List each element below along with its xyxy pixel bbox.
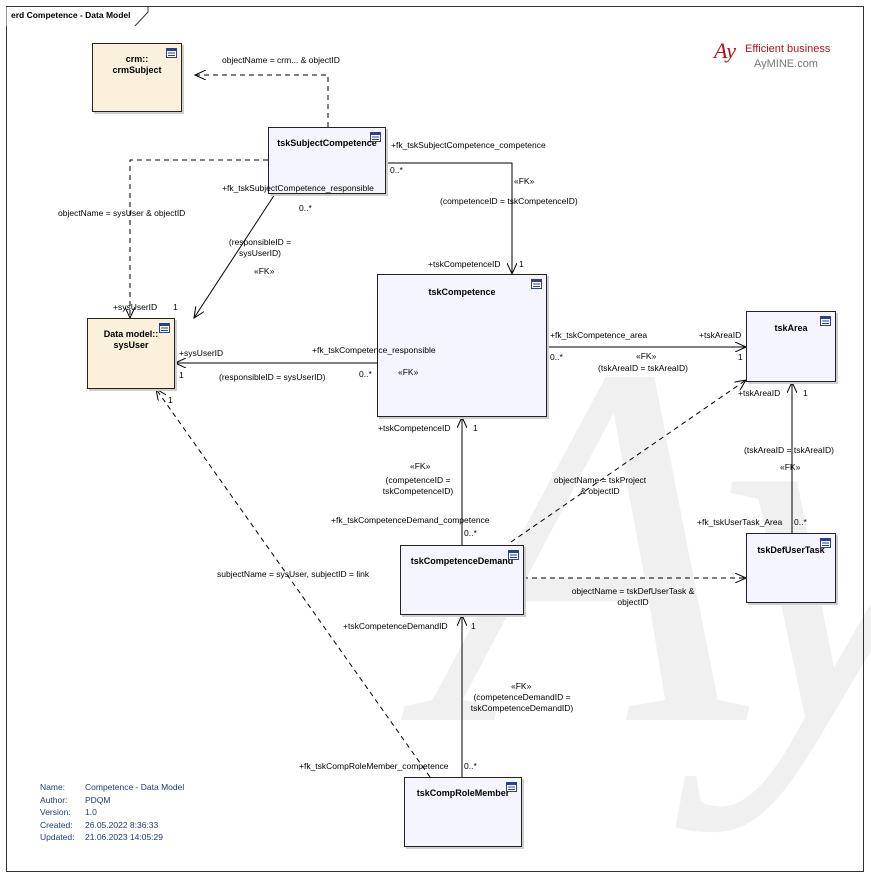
role-label: +sysUserID: [179, 348, 224, 358]
connector-subj-responsible: [194, 193, 276, 318]
role-label: +fk_tskCompetence_area: [550, 330, 648, 340]
role-label: +tskAreaID: [738, 388, 781, 398]
multiplicity-label: 1: [738, 352, 743, 362]
brand-tagline: Efficient business: [745, 43, 831, 55]
table-icon: [506, 782, 517, 792]
entity-tskcompetencedemand[interactable]: tskCompetenceDemand: [400, 545, 524, 615]
meta-updated: Updated:21.06.2023 14:05:29: [40, 832, 163, 843]
role-label: +tskCompetenceDemandID: [343, 621, 448, 631]
entity-name: Data model::sysUser: [103, 329, 159, 350]
multiplicity-label: 1: [168, 395, 173, 405]
stereotype-label: «FK»: [780, 462, 801, 472]
connector-label: objectName = sysUser & objectID: [58, 208, 186, 218]
multiplicity-label: 0..*: [464, 528, 477, 538]
connector-demand-area: [510, 380, 746, 543]
entity-name: crm::crmSubject: [112, 54, 162, 75]
meta-version: Version:1.0: [40, 807, 97, 818]
entity-tskcompetence[interactable]: tskCompetence: [377, 274, 547, 417]
stereotype-label: «FK»: [636, 351, 657, 361]
table-icon: [531, 279, 542, 289]
meta-name: Name:Competence - Data Model: [40, 782, 185, 792]
multiplicity-label: 1: [173, 302, 178, 312]
diagram-frame-tab: [6, 6, 149, 26]
entity-tsksubjectcompetence[interactable]: tskSubjectCompetence: [268, 127, 386, 194]
entity-name: tskCompRoleMember: [416, 788, 510, 798]
connector-label: objectName = crm... & objectID: [222, 55, 340, 65]
connector-subj-competence: [386, 162, 512, 274]
role-label: +tskAreaID: [699, 330, 742, 340]
entity-name: tskArea: [774, 323, 808, 333]
stereotype-label: «FK»: [410, 461, 431, 471]
condition-label: (responsibleID =sysUserID): [228, 237, 292, 258]
condition-label: (competenceID =tskCompetenceID): [382, 475, 454, 496]
table-icon: [820, 538, 831, 548]
diagram-metadata: Name:Competence - Data Model Author:PDQM…: [40, 781, 184, 844]
table-icon: [159, 323, 170, 333]
connector-subj-sysuser: [130, 159, 268, 318]
diagram-title: erd Competence - Data Model: [11, 10, 131, 20]
condition-label: (tskAreaID = tskAreaID): [598, 363, 688, 373]
role-label: +sysUserID: [113, 302, 158, 312]
connector-subj-crm: [195, 75, 329, 127]
multiplicity-label: 0..*: [390, 165, 403, 175]
connector-label: subjectName = sysUser, subjectID = link: [217, 569, 370, 579]
stereotype-label: «FK»: [514, 176, 535, 186]
role-label: +fk_tskSubjectCompetence_competence: [391, 140, 546, 150]
role-label: +tskCompetenceID: [378, 423, 451, 433]
condition-label: (responsibleID = sysUserID): [219, 372, 326, 382]
multiplicity-label: 0..*: [794, 517, 807, 527]
role-label: +fk_tskCompetence_responsible: [312, 345, 436, 355]
stereotype-label: «FK»: [398, 367, 419, 377]
entity-name: tskCompetence: [428, 287, 496, 297]
entity-sysuser[interactable]: Data model::sysUser: [87, 318, 175, 389]
logo-mark: Ay: [714, 38, 736, 63]
role-label: +fk_tskSubjectCompetence_responsible: [222, 183, 374, 193]
multiplicity-label: 1: [803, 388, 808, 398]
role-label: +fk_tskUserTask_Area: [697, 517, 783, 527]
condition-label: (tskAreaID = tskAreaID): [744, 445, 834, 455]
table-icon: [166, 48, 177, 58]
condition-label: (competenceID = tskCompetenceID): [440, 196, 578, 206]
meta-created: Created:26.05.2022 8:36:33: [40, 819, 159, 830]
diagram-frame: [6, 6, 864, 872]
entity-name: tskDefUserTask: [757, 545, 825, 555]
entity-tskdefusertask[interactable]: tskDefUserTask: [746, 533, 836, 603]
multiplicity-label: 1: [519, 259, 524, 269]
multiplicity-label: 0..*: [299, 203, 312, 213]
multiplicity-label: 0..*: [550, 352, 563, 362]
connector-label: objectName = tskProject& objectID: [553, 475, 647, 496]
table-icon: [370, 132, 381, 142]
entity-crmsubject[interactable]: crm::crmSubject: [92, 43, 182, 112]
brand-logo: Ay Efficient business AyMINE.com: [712, 38, 842, 76]
entity-name: tskCompetenceDemand: [410, 556, 514, 566]
meta-author: Author:PDQM: [40, 794, 111, 805]
multiplicity-label: 1: [471, 621, 476, 631]
connector-member-sysuser: [156, 389, 431, 778]
connector-label: objectName = tskDefUserTask &objectID: [571, 586, 695, 607]
multiplicity-label: 1: [473, 423, 478, 433]
table-icon: [820, 316, 831, 326]
entity-tskarea[interactable]: tskArea: [746, 311, 836, 382]
condition-label: (competenceDemandID =tskCompetenceDemand…: [470, 692, 574, 713]
role-label: +tskCompetenceID: [428, 259, 501, 269]
role-label: +fk_tskCompetenceDemand_competence: [331, 515, 490, 525]
brand-site: AyMINE.com: [754, 58, 818, 70]
stereotype-label: «FK»: [254, 266, 275, 276]
multiplicity-label: 1: [179, 370, 184, 380]
entity-tskcomprolemember[interactable]: tskCompRoleMember: [404, 777, 522, 847]
stereotype-label: «FK»: [511, 681, 532, 691]
entity-name: tskSubjectCompetence: [277, 138, 377, 148]
role-label: +fk_tskCompRoleMember_competence: [299, 761, 449, 771]
table-icon: [508, 550, 519, 560]
multiplicity-label: 0..*: [464, 761, 477, 771]
multiplicity-label: 0..*: [359, 369, 372, 379]
